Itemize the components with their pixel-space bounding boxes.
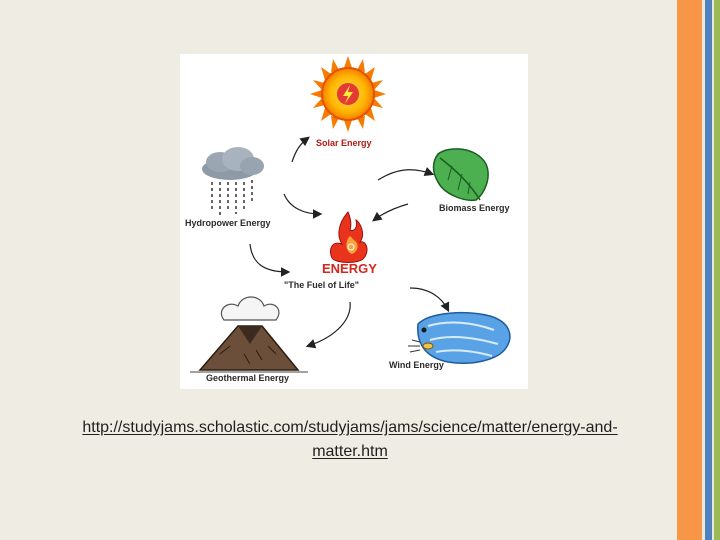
energy-cycle-diagram: Solar Energy Hydropower Energy Biomass E… [180,54,528,389]
flame-icon [330,212,367,263]
arrow-center-to-wind [410,288,448,310]
label-wind-energy: Wind Energy [389,360,444,370]
rain-cloud-icon [202,147,264,216]
accent-stripe-orange [677,0,702,540]
wind-face-icon [408,313,510,364]
label-center-energy: ENERGY [322,262,377,276]
sun-icon [310,56,386,132]
label-hydropower-energy: Hydropower Energy [185,218,271,228]
source-link[interactable]: http://studyjams.scholastic.com/studyjam… [20,416,680,464]
arrow-center-to-biomass [378,170,432,180]
accent-stripe-green [714,0,720,540]
label-solar-energy: Solar Energy [316,138,372,148]
arrow-hydro-to-solar [292,138,308,162]
volcano-icon [190,297,308,372]
label-geothermal-energy: Geothermal Energy [206,373,289,383]
source-url-line-1[interactable]: http://studyjams.scholastic.com/studyjam… [82,419,617,436]
arrow-hydro-down [250,244,288,272]
source-url-line-2[interactable]: matter.htm [312,443,388,460]
arrow-hydro-to-center [284,194,320,214]
arrow-biomass-to-center [374,204,408,220]
accent-stripe-blue [705,0,712,540]
arrow-center-to-geothermal [308,302,350,346]
leaf-icon [434,149,489,200]
label-fuel-of-life: "The Fuel of Life" [284,280,359,290]
label-biomass-energy: Biomass Energy [439,203,510,213]
